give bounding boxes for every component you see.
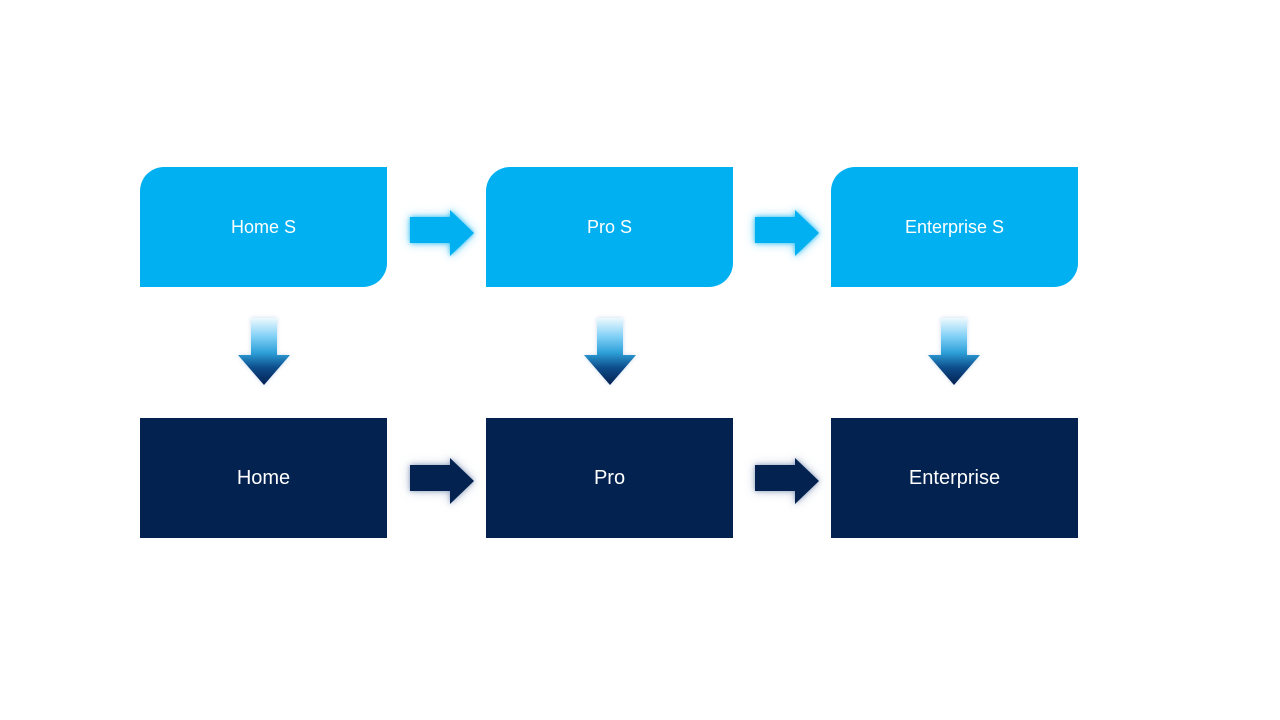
box-label: Home S — [230, 216, 297, 237]
right-arrow-icon — [755, 209, 820, 257]
box-pro-s: Pro S — [486, 167, 733, 287]
down-arrow-icon — [928, 318, 980, 385]
box-label: Enterprise S — [904, 216, 1005, 237]
right-arrow-icon — [410, 209, 475, 257]
box-enterprise: Enterprise — [831, 418, 1078, 538]
box-label: Home — [236, 466, 291, 489]
down-arrow-icon — [584, 318, 636, 385]
right-arrow-icon — [410, 457, 475, 505]
right-arrow-icon — [755, 457, 820, 505]
box-label: Pro S — [586, 216, 633, 237]
box-enterprise-s: Enterprise S — [831, 167, 1078, 287]
box-label: Enterprise — [908, 466, 1001, 489]
box-home: Home — [140, 418, 387, 538]
down-arrow-icon — [238, 318, 290, 385]
box-label: Pro — [593, 466, 626, 489]
box-pro: Pro — [486, 418, 733, 538]
box-home-s: Home S — [140, 167, 387, 287]
